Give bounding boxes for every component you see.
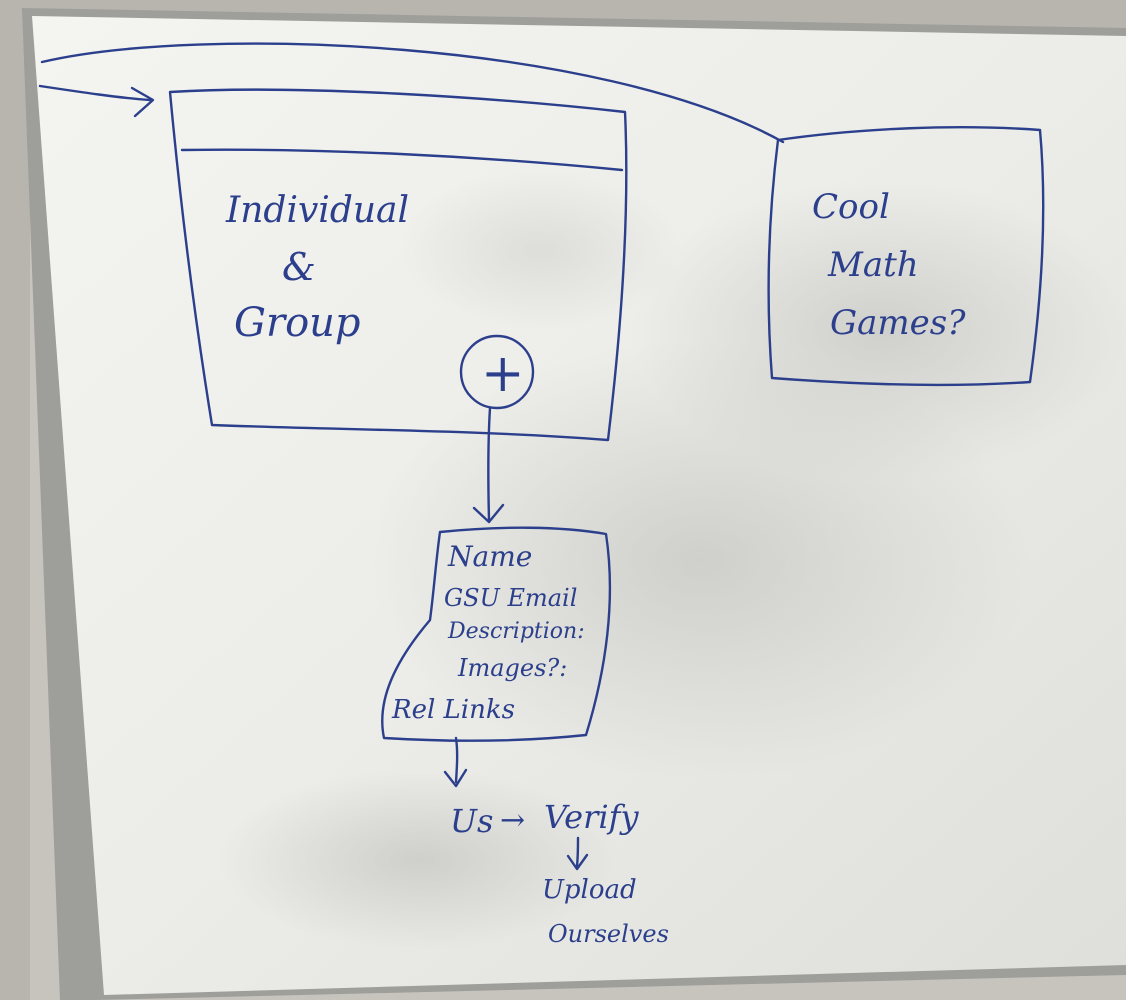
form-box: Name GSU Email Description: Images?: Rel… xyxy=(381,526,612,742)
side-box: Cool Math Games? xyxy=(767,126,1045,387)
form-field-email: GSU Email xyxy=(444,584,577,612)
side-box-line-1: Cool xyxy=(812,187,890,227)
form-field-links: Rel Links xyxy=(391,695,515,725)
side-box-line-2: Math xyxy=(827,245,919,285)
flow-step-verify: Verify xyxy=(544,798,639,836)
loop-arrow xyxy=(38,42,785,144)
side-box-line-3: Games? xyxy=(830,303,966,343)
flow-step-us: Us xyxy=(450,802,493,840)
flow-step-ourselves: Ourselves xyxy=(548,920,669,948)
main-box-line-3: Group xyxy=(234,300,361,346)
eraser-smudges xyxy=(220,170,1126,950)
form-field-images: Images?: xyxy=(457,654,567,682)
form-field-description: Description: xyxy=(447,619,585,644)
main-box-line-2: & xyxy=(282,245,316,289)
flow-arrow: → xyxy=(500,803,525,838)
flow-step-upload: Upload xyxy=(542,875,637,905)
main-box-line-1: Individual xyxy=(225,190,409,231)
main-box: Individual & Group xyxy=(168,88,628,442)
arrow-to-form xyxy=(472,406,505,524)
flow: Us → Verify Upload Ourselves xyxy=(443,736,669,948)
plus-icon: + xyxy=(481,344,525,404)
add-button: + xyxy=(459,334,535,410)
form-field-name: Name xyxy=(447,540,532,573)
